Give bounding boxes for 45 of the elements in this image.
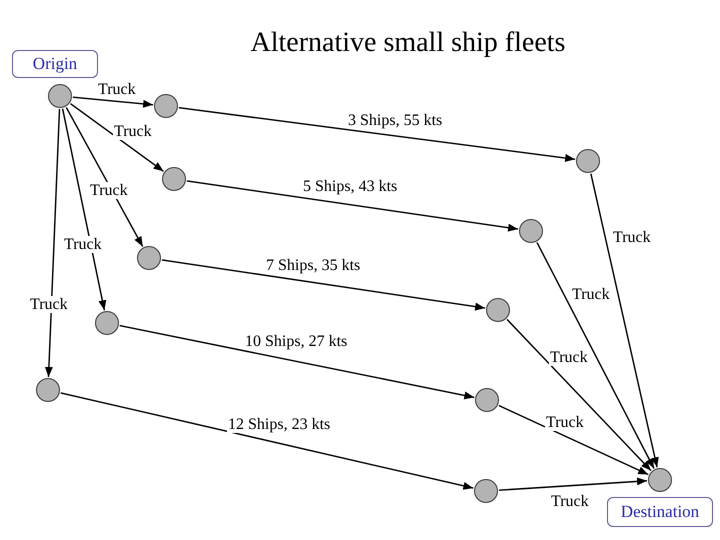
- label-box: Destination: [607, 497, 713, 527]
- arrow: [120, 324, 474, 400]
- node-circle: [475, 388, 499, 412]
- node-circle: [48, 84, 72, 108]
- edge-label: Truck: [550, 492, 590, 510]
- edge-label: Truck: [549, 348, 589, 366]
- edge-label: Truck: [29, 296, 69, 312]
- node-circle: [519, 219, 543, 243]
- diagram-title: Alternative small ship fleets: [250, 26, 566, 60]
- arrow: [44, 108, 60, 378]
- edge-label: Truck: [63, 236, 103, 252]
- arrow: [536, 242, 655, 469]
- node-circle: [474, 479, 498, 503]
- arrow: [162, 259, 486, 311]
- node-circle: [36, 378, 60, 402]
- arrow: [498, 404, 648, 476]
- arrow: [72, 96, 154, 108]
- label-box: Origin: [12, 50, 98, 78]
- arrow: [70, 103, 164, 172]
- edge-label: Truck: [113, 122, 153, 140]
- edge-label: Truck: [612, 228, 652, 246]
- node-circle: [95, 311, 119, 335]
- node-circle: [154, 94, 178, 118]
- node-circle: [648, 468, 672, 492]
- arrow: [186, 180, 518, 232]
- edge-label: Truck: [571, 286, 611, 302]
- edge-label: 12 Ships, 23 kts: [227, 416, 332, 432]
- node-circle: [137, 246, 161, 270]
- edge-label: Truck: [545, 414, 585, 430]
- edge-label: 7 Ships, 35 kts: [265, 256, 362, 274]
- arrow: [66, 107, 144, 247]
- edge-label: 3 Ships, 55 kts: [347, 112, 444, 128]
- edge-label: Truck: [97, 80, 137, 98]
- node-circle: [162, 167, 186, 191]
- arrow: [506, 318, 652, 472]
- edge-label: 10 Ships, 27 kts: [244, 332, 348, 350]
- arrow: [62, 108, 106, 310]
- arrow: [178, 107, 576, 162]
- arrow: [498, 477, 648, 491]
- arrow: [590, 174, 659, 468]
- node-circle: [486, 298, 510, 322]
- edge-label: Truck: [89, 182, 129, 198]
- edge-label: 5 Ships, 43 kts: [302, 178, 398, 194]
- arrow: [60, 392, 474, 490]
- node-circle: [576, 149, 600, 173]
